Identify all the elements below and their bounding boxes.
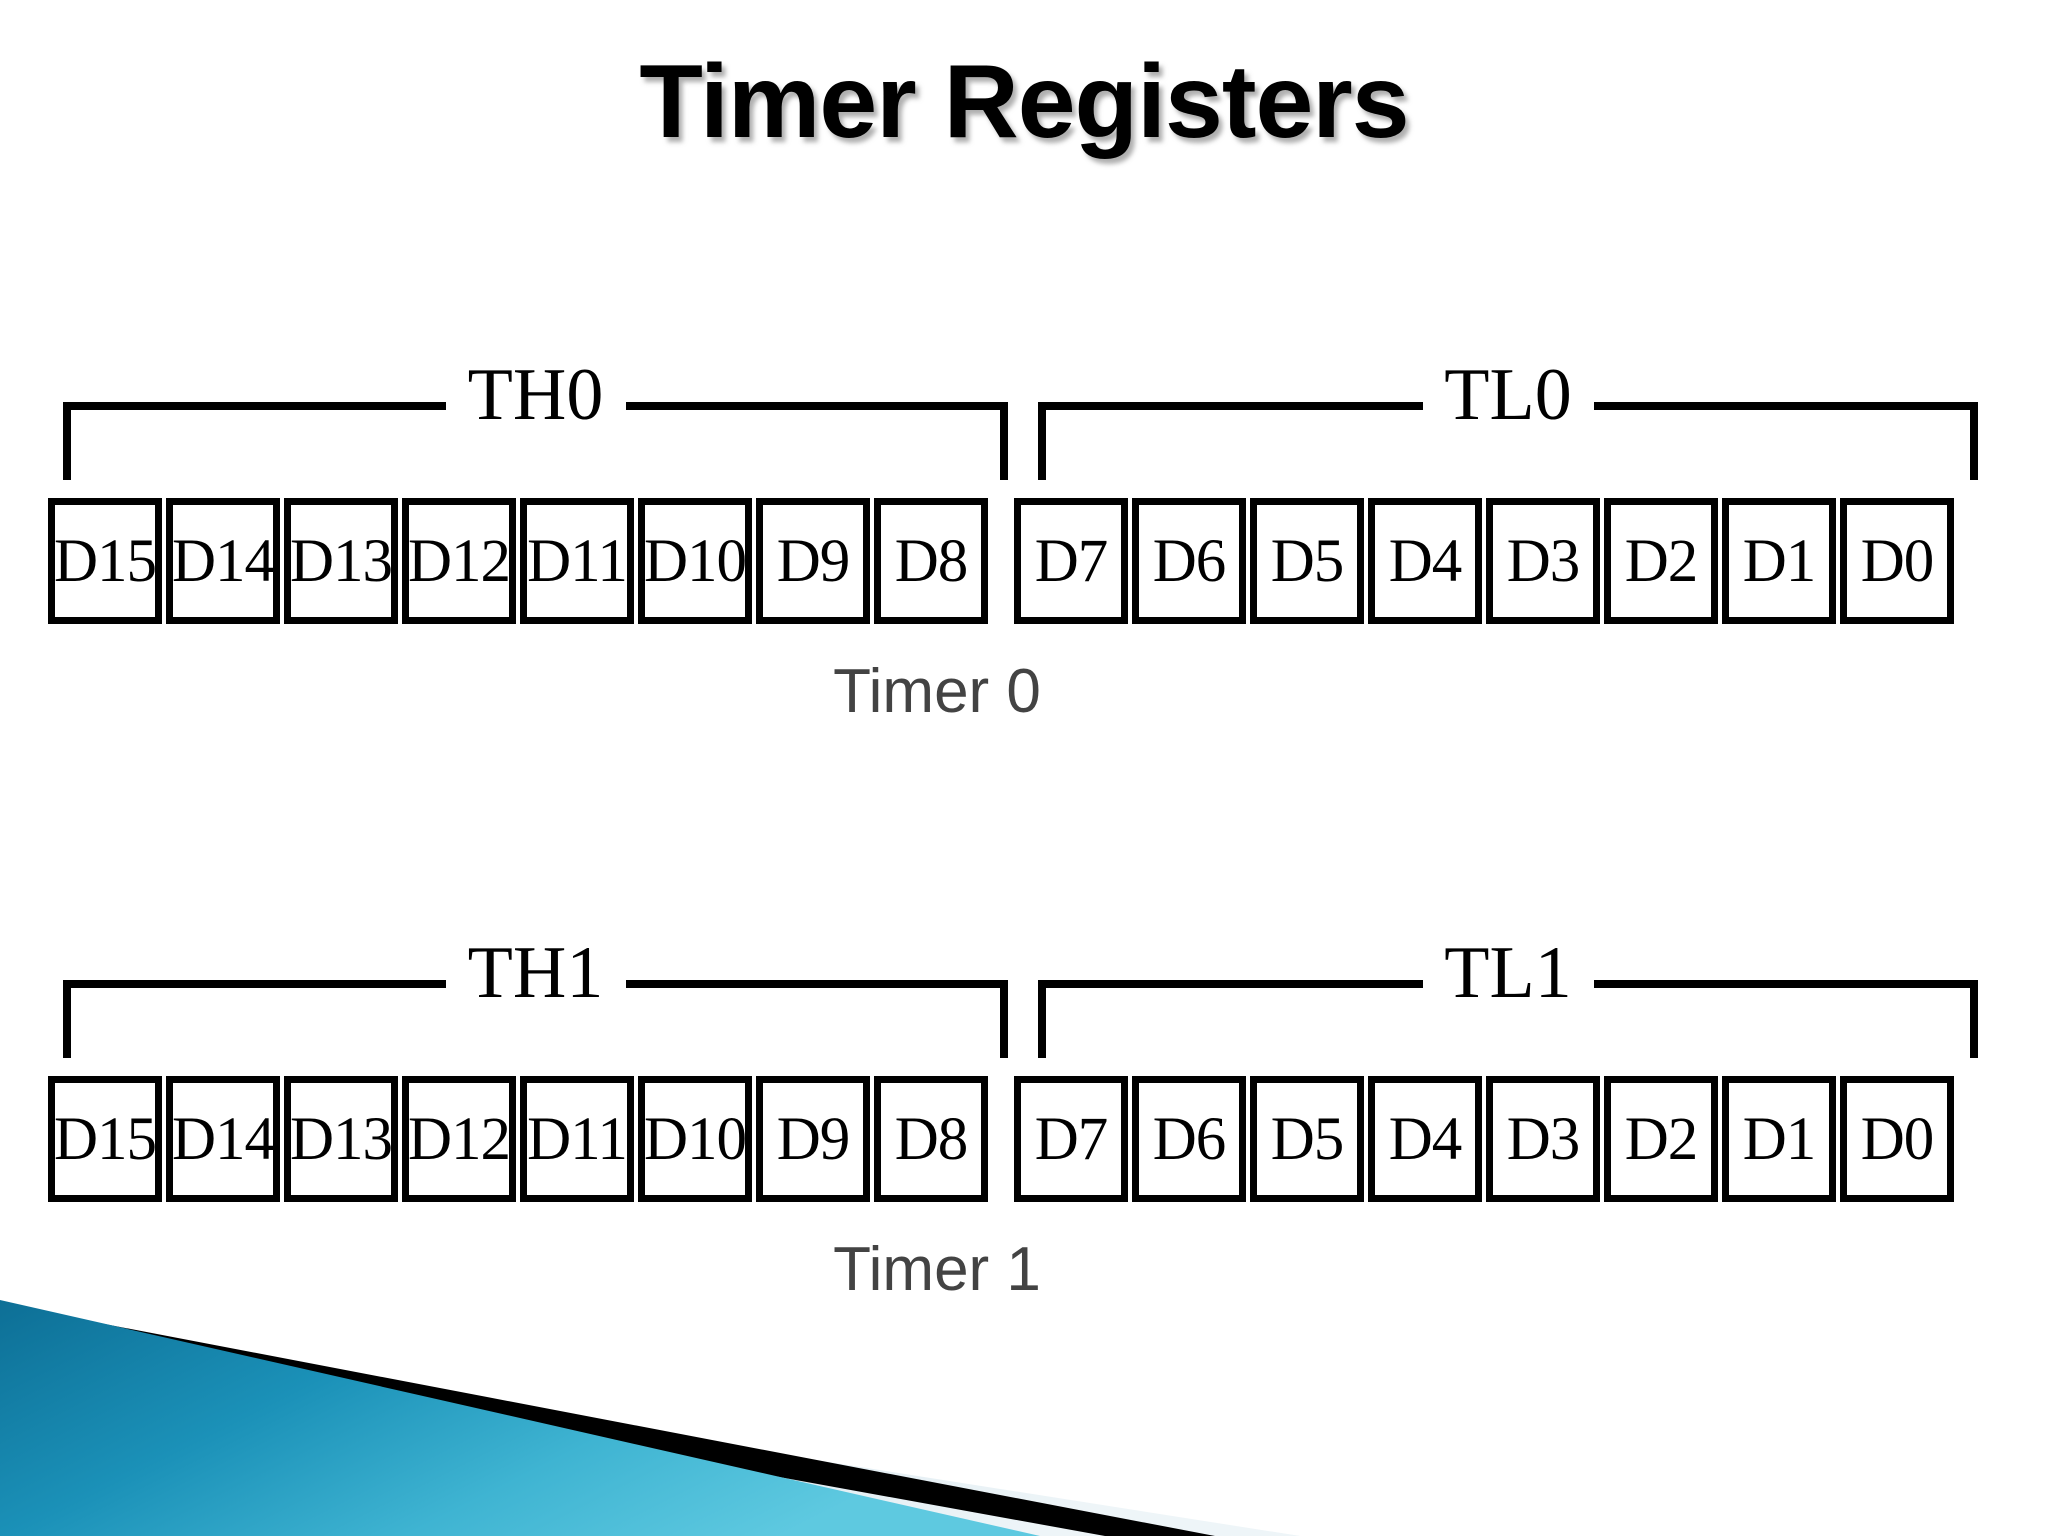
bracket-row-timer0: TH0 TL0 xyxy=(48,358,1978,498)
decoration-pale-band-2 xyxy=(0,1340,1300,1536)
decoration-pale-band xyxy=(0,1332,1300,1536)
bit-cell[interactable]: D0 xyxy=(1840,498,1954,624)
bit-cell[interactable]: D14 xyxy=(166,1076,280,1202)
bracket-rule-left xyxy=(63,402,446,410)
bit-cell[interactable]: D1 xyxy=(1722,498,1836,624)
bit-cell[interactable]: D14 xyxy=(166,498,280,624)
bit-cell[interactable]: D15 xyxy=(48,1076,162,1202)
bit-cell-block-th1: D15 D14 D13 D12 D11 D10 D9 D8 xyxy=(48,1076,988,1202)
bracket-label-tl1: TL1 xyxy=(1444,932,1572,1014)
bracket-tick-right xyxy=(1970,402,1978,480)
bracket-rule-right xyxy=(625,402,1008,410)
bit-cell[interactable]: D11 xyxy=(520,498,634,624)
bit-cell[interactable]: D11 xyxy=(520,1076,634,1202)
bit-cell[interactable]: D3 xyxy=(1486,498,1600,624)
bit-cell[interactable]: D4 xyxy=(1368,498,1482,624)
bracket-tl1: TL1 xyxy=(1038,936,1978,1058)
bit-cell[interactable]: D9 xyxy=(756,1076,870,1202)
bracket-tick-left xyxy=(63,402,71,480)
decoration-black-stripe xyxy=(0,1304,1215,1536)
bit-cell[interactable]: D8 xyxy=(874,1076,988,1202)
register-group-timer1: TH1 TL1 D15 D14 D13 D12 D11 D10 D9 D8 xyxy=(48,936,1978,1304)
bit-cell[interactable]: D7 xyxy=(1014,498,1128,624)
bracket-tick-right xyxy=(1000,402,1008,480)
bracket-label-tl0: TL0 xyxy=(1444,354,1572,436)
bit-cell[interactable]: D3 xyxy=(1486,1076,1600,1202)
bit-cell[interactable]: D5 xyxy=(1250,498,1364,624)
bracket-th0: TH0 xyxy=(63,358,1008,480)
bracket-row-timer1: TH1 TL1 xyxy=(48,936,1978,1076)
bracket-th1: TH1 xyxy=(63,936,1008,1058)
bit-cell[interactable]: D0 xyxy=(1840,1076,1954,1202)
bit-cell[interactable]: D10 xyxy=(638,1076,752,1202)
bit-cell[interactable]: D8 xyxy=(874,498,988,624)
bit-cell[interactable]: D4 xyxy=(1368,1076,1482,1202)
bracket-rule-right xyxy=(1593,402,1978,410)
bracket-tick-right xyxy=(1000,980,1008,1058)
bit-cell[interactable]: D15 xyxy=(48,498,162,624)
bit-cell[interactable]: D13 xyxy=(284,1076,398,1202)
bracket-tick-left xyxy=(1038,402,1046,480)
bit-cells-row-timer1: D15 D14 D13 D12 D11 D10 D9 D8 D7 D6 D5 D… xyxy=(48,1076,1978,1202)
bit-cells-row-timer0: D15 D14 D13 D12 D11 D10 D9 D8 D7 D6 D5 D… xyxy=(48,498,1978,624)
bit-cell[interactable]: D9 xyxy=(756,498,870,624)
bracket-rule-right xyxy=(625,980,1008,988)
decoration-teal-triangle xyxy=(0,1300,1040,1536)
bit-cell[interactable]: D1 xyxy=(1722,1076,1836,1202)
bracket-tick-right xyxy=(1970,980,1978,1058)
bracket-label-th1: TH1 xyxy=(467,932,604,1014)
bit-cell[interactable]: D12 xyxy=(402,1076,516,1202)
bottom-left-decoration xyxy=(0,1280,1300,1536)
bracket-rule-right xyxy=(1593,980,1978,988)
bracket-tick-left xyxy=(1038,980,1046,1058)
bit-cell-block-tl1: D7 D6 D5 D4 D3 D2 D1 D0 xyxy=(1014,1076,1954,1202)
bit-cell[interactable]: D10 xyxy=(638,498,752,624)
bit-cell-block-tl0: D7 D6 D5 D4 D3 D2 D1 D0 xyxy=(1014,498,1954,624)
bit-cell[interactable]: D6 xyxy=(1132,1076,1246,1202)
bracket-tick-left xyxy=(63,980,71,1058)
bit-cell[interactable]: D2 xyxy=(1604,498,1718,624)
bit-cell-block-th0: D15 D14 D13 D12 D11 D10 D9 D8 xyxy=(48,498,988,624)
caption-timer1: Timer 1 xyxy=(833,1235,1041,1304)
register-group-timer0: TH0 TL0 D15 D14 D13 D12 D11 D10 D9 D8 xyxy=(48,358,1978,726)
bit-cell[interactable]: D5 xyxy=(1250,1076,1364,1202)
bracket-tl0: TL0 xyxy=(1038,358,1978,480)
bit-cell[interactable]: D13 xyxy=(284,498,398,624)
bracket-label-th0: TH0 xyxy=(467,354,604,436)
page-title: Timer Registers xyxy=(639,44,1409,160)
bit-cell[interactable]: D2 xyxy=(1604,1076,1718,1202)
caption-timer0: Timer 0 xyxy=(833,657,1041,726)
bracket-rule-left xyxy=(63,980,446,988)
bit-cell[interactable]: D7 xyxy=(1014,1076,1128,1202)
bracket-rule-left xyxy=(1038,980,1423,988)
bit-cell[interactable]: D12 xyxy=(402,498,516,624)
bracket-rule-left xyxy=(1038,402,1423,410)
bit-cell[interactable]: D6 xyxy=(1132,498,1246,624)
